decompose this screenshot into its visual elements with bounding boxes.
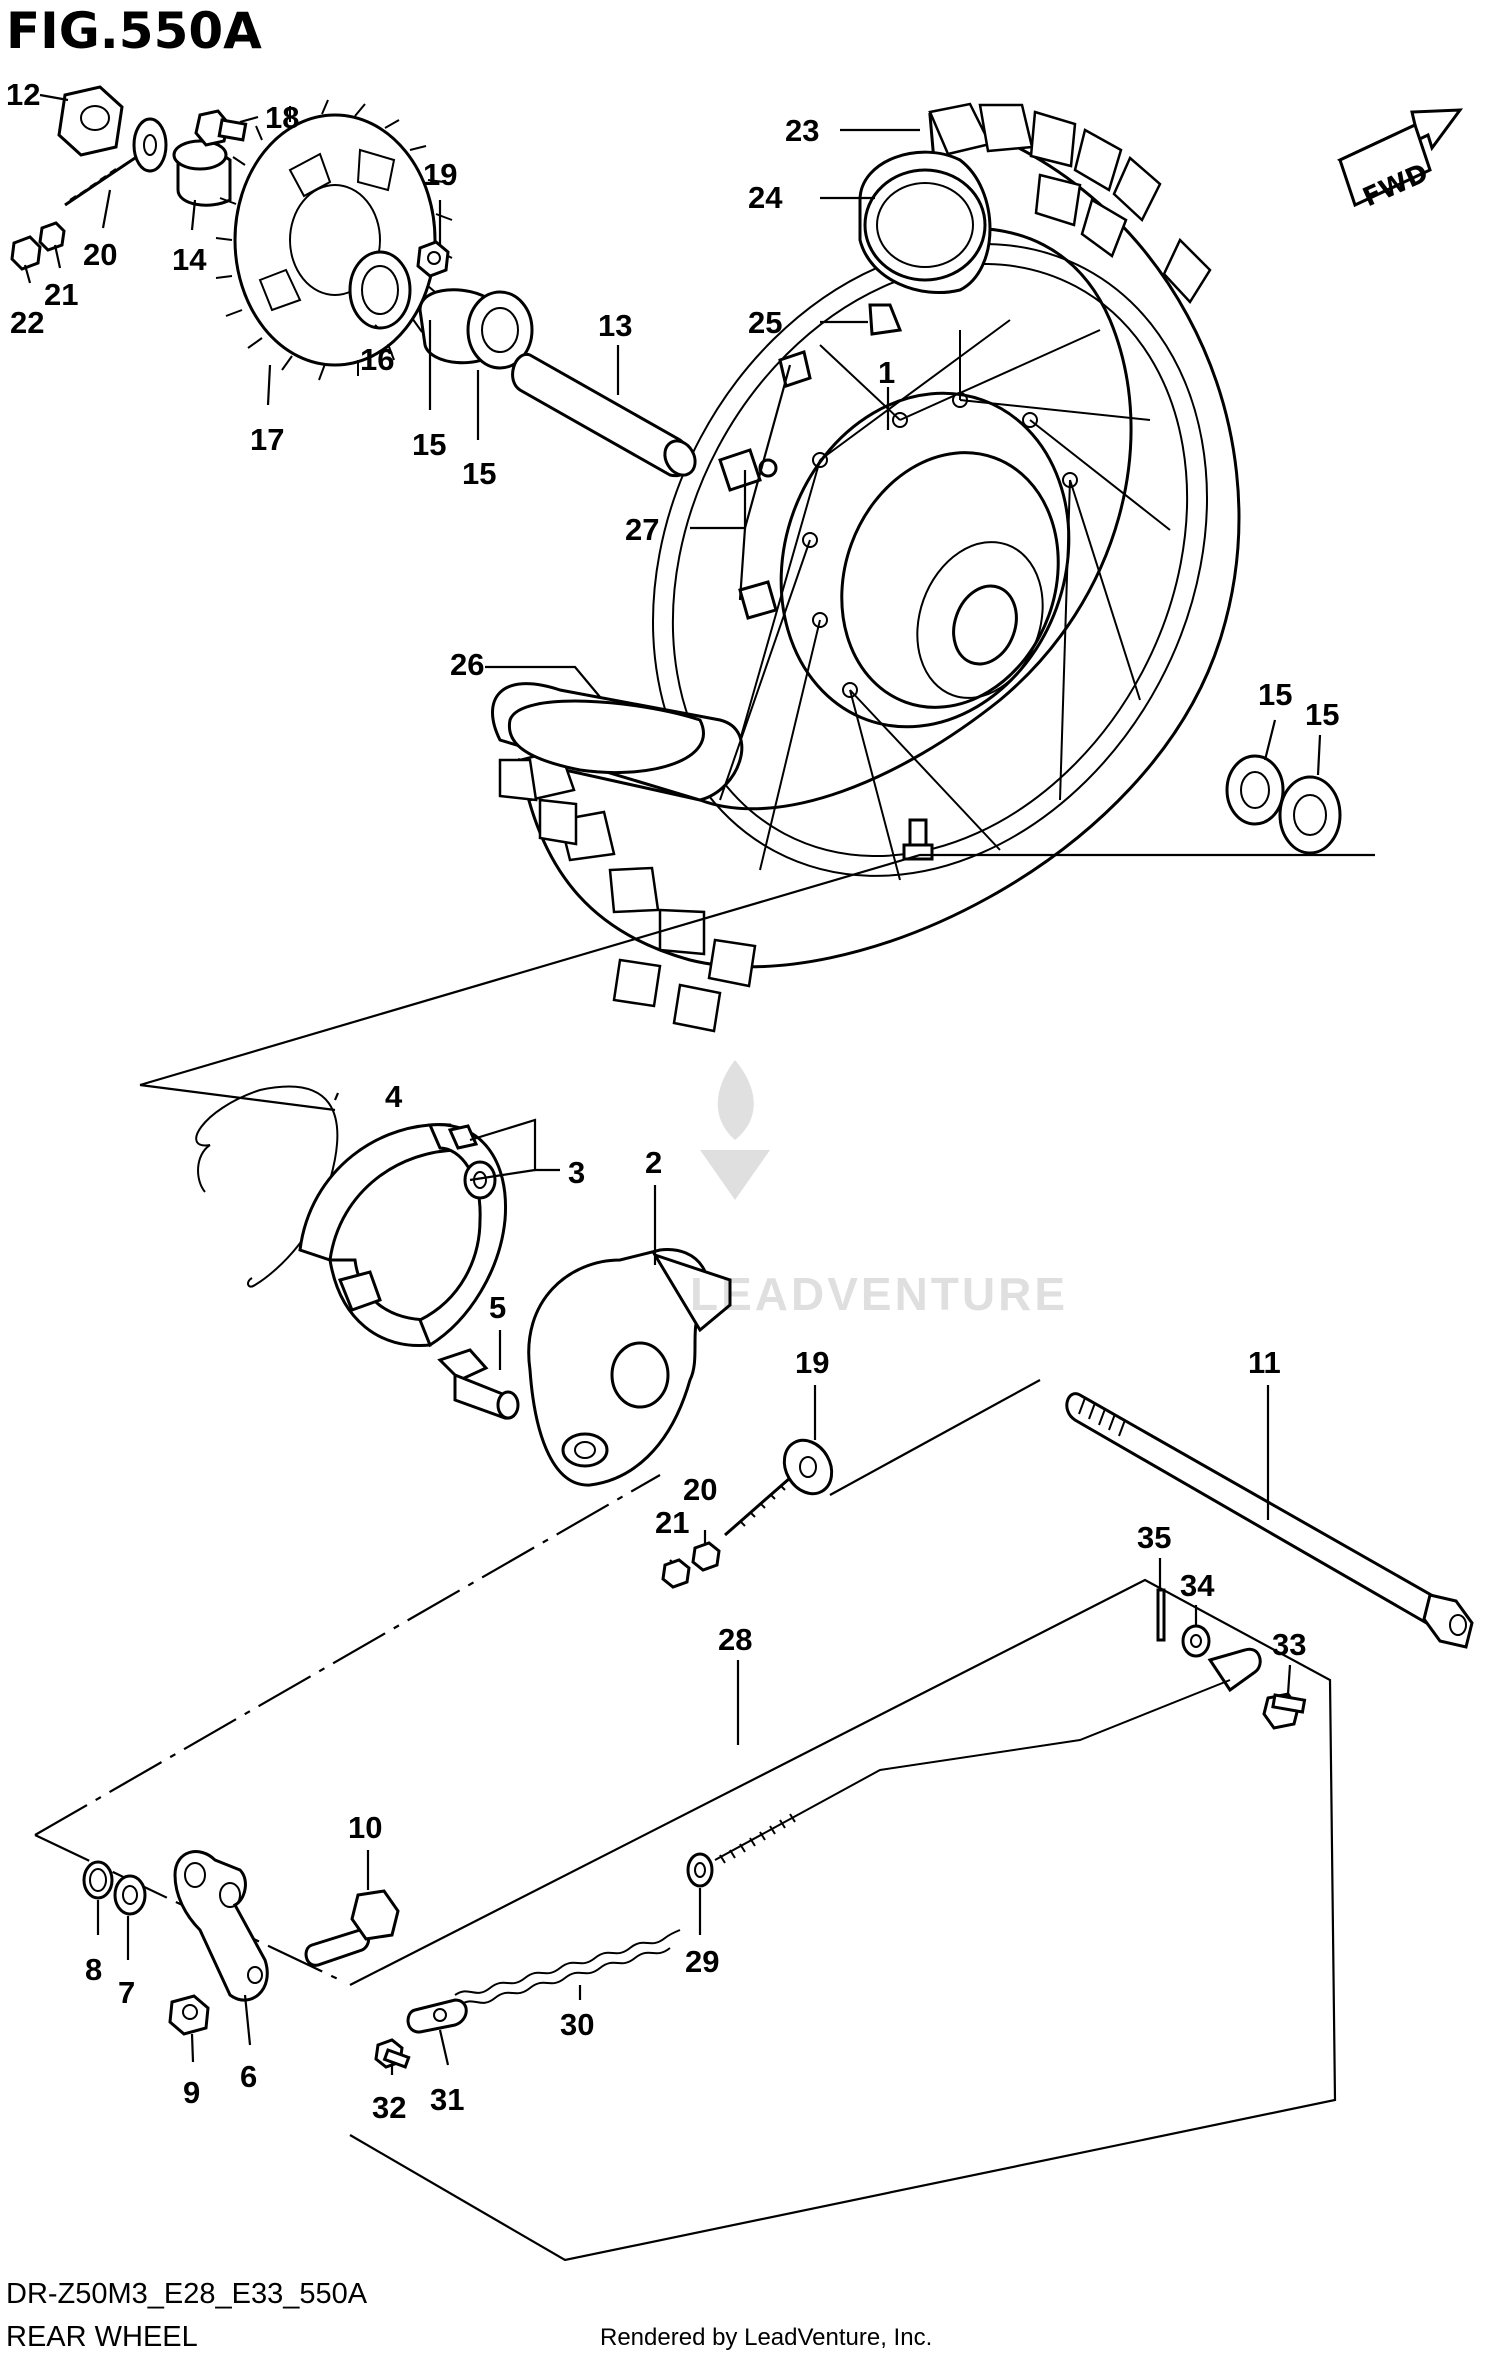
callout-11: 11 [1248,1345,1281,1380]
callout-15-a: 15 [412,427,446,462]
callout-7: 7 [118,1975,135,2010]
sprocket-bearings-15 [418,288,534,370]
spokes [719,319,1171,881]
callout-8: 8 [85,1952,102,1987]
callout-19-lower: 19 [795,1345,829,1380]
callout-13: 13 [598,308,632,343]
svg-text:LEADVENTURE: LEADVENTURE [690,1268,1068,1320]
washer-near-12 [132,117,168,173]
callout-22: 22 [10,305,44,340]
leadventure-watermark: LEADVENTURE [690,1060,1068,1320]
frame-line-brake-upper [139,1083,336,1112]
brake-shoes-3 [298,1123,508,1348]
callout-21-lower: 21 [655,1505,689,1540]
spacer-tube-13 [511,353,697,478]
bolt-33 [1262,1692,1307,1730]
bolt-18 [194,109,248,147]
rear-hub-1 [779,391,1078,729]
nut-9 [168,1994,210,2036]
callout-1: 1 [878,355,895,390]
washer-29 [686,1852,714,1888]
callout-19-upper: 19 [423,157,457,192]
return-spring-30 [454,1929,681,2006]
rim-band-tab-25 [868,303,903,336]
callout-20-upper: 20 [83,237,117,272]
figure-title: FIG.550A [6,2,262,60]
nuts-20-21-lower [661,1541,721,1589]
brake-rod-28 [714,1647,1262,1864]
callout-23: 23 [785,113,819,148]
section-name: REAR WHEEL [6,2321,198,2353]
washer-7 [113,1874,147,1916]
bearing-16 [348,250,412,330]
rear-sprocket-17 [215,99,453,381]
render-credit: Rendered by LeadVenture, Inc. [600,2324,933,2351]
callout-26: 26 [450,647,484,682]
rear-tire-rim [518,102,1241,1033]
o-ring-8 [82,1860,114,1900]
brake-cam-5 [437,1348,520,1420]
bolt-10 [304,1889,400,1967]
bolt-32 [374,2038,411,2069]
callout-35: 35 [1137,1520,1171,1555]
brake-arm-6 [173,1850,269,2002]
callout-34: 34 [1180,1568,1215,1603]
callout-28: 28 [718,1622,752,1657]
brake-panel-2 [527,1248,732,1487]
brake-shoe-spring-4 [195,1085,339,1288]
callout-24: 24 [748,180,783,215]
tire-tread-top [928,102,1212,305]
sprocket-nut-12 [57,85,124,157]
nuts-21-22 [10,221,66,271]
callout-21-upper: 21 [44,277,78,312]
callout-15-b: 15 [462,456,496,491]
callout-30: 30 [560,2007,594,2042]
callout-25: 25 [748,305,782,340]
hub-dampers-27 [718,350,812,620]
callout-12: 12 [6,77,40,112]
callout-4: 4 [385,1079,403,1114]
callout-6: 6 [240,2059,257,2094]
frame-line-axle [829,1379,1041,1496]
callout-15-d: 15 [1305,697,1339,732]
frame-line-brake-lower [34,1474,661,1836]
inner-tube-24 [858,150,992,295]
callout-31: 31 [430,2082,464,2117]
callout-2: 2 [645,1145,662,1180]
group-frame-line-upper [139,853,1375,1087]
rod-group-frame [34,1578,1337,2262]
chain-adjuster-bolt-20 [64,156,136,207]
spacer-14 [172,139,232,207]
callout-33: 33 [1272,1627,1306,1662]
callout-labels: 12 18 19 20 14 21 22 16 17 15 15 13 23 2… [6,77,1339,2125]
callout-29: 29 [685,1944,719,1979]
callout-3: 3 [568,1155,585,1190]
fwd-direction-arrow: FWD [1336,108,1464,213]
tire-section-26 [491,682,744,846]
nut-19-upper [416,240,450,278]
leader-lines [23,93,1322,2075]
callout-15-c: 15 [1258,677,1292,712]
washer-34 [1181,1624,1211,1658]
callout-17: 17 [250,422,284,457]
chain-adjuster-19-lower [724,1438,834,1537]
callout-16: 16 [360,342,394,377]
callout-9: 9 [183,2075,200,2110]
rod-joint-31 [406,1998,468,2034]
cotter-pin-35 [1156,1588,1166,1642]
model-code: DR-Z50M3_E28_E33_550A [6,2278,368,2310]
wheel-bearings-right-15 [1225,754,1342,855]
callout-5: 5 [489,1290,506,1325]
callout-32: 32 [372,2090,406,2125]
callout-20-lower: 20 [683,1472,717,1507]
rear-axle-11 [1065,1392,1474,1649]
callout-18: 18 [265,100,299,135]
callout-14: 14 [172,242,207,277]
callout-27: 27 [625,512,659,547]
callout-10: 10 [348,1810,382,1845]
